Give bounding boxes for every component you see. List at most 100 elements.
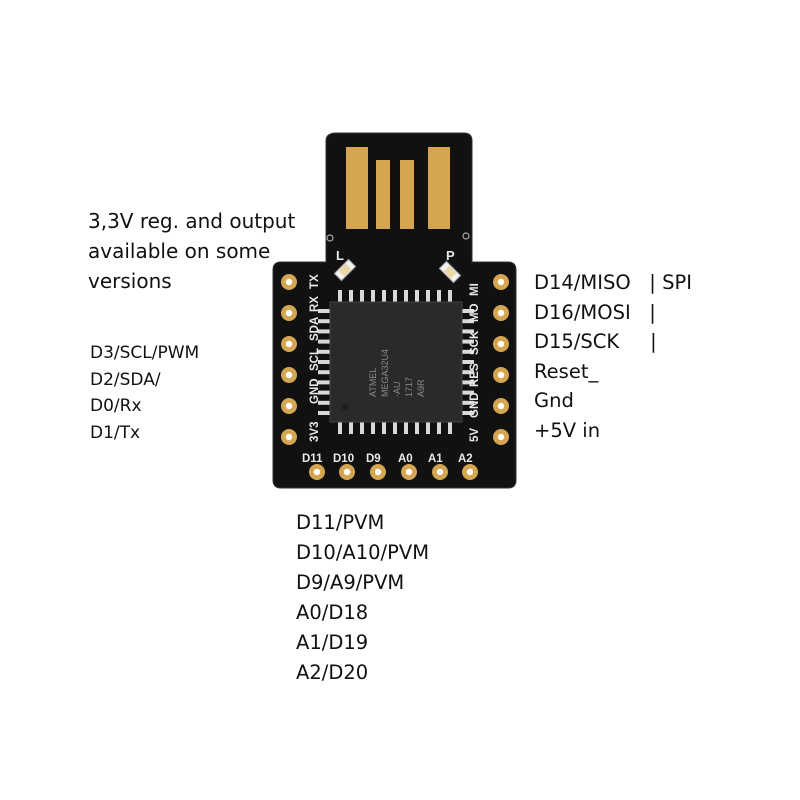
chip-pin — [462, 360, 474, 364]
silk-bottom-label: A0 — [398, 453, 413, 465]
pad-hole — [497, 371, 505, 379]
chip-pin — [360, 422, 364, 434]
pad-hole — [313, 468, 321, 476]
pad-hole — [374, 468, 382, 476]
silk-bottom: D11 D10 D9 A0 A1 A2 — [302, 453, 473, 465]
usb-contact-4 — [428, 147, 450, 229]
chip-pin — [382, 422, 386, 434]
chip-pin — [382, 290, 386, 302]
chip-pin — [318, 309, 330, 313]
pad-hole — [497, 278, 505, 286]
pad-hole — [285, 371, 293, 379]
pin-label: D9/A9/PVM — [296, 571, 405, 594]
chip-marking: ATMEL MEGA32U4 -AU 1717 A9R — [368, 349, 426, 397]
pin-label: D0/Rx — [90, 396, 142, 416]
pin-label: D10/A10/PVM — [296, 541, 430, 564]
chip-pin — [437, 290, 441, 302]
chip-pin — [404, 290, 408, 302]
pad-hole — [497, 402, 505, 410]
regulator-note: 3,3V reg. and output available on some v… — [88, 206, 328, 296]
chip-pin — [349, 422, 353, 434]
silk-left-label: TX — [309, 274, 321, 289]
pad-hole — [343, 468, 351, 476]
led-p-label: P — [446, 248, 455, 263]
pad-hole — [466, 468, 474, 476]
silk-left-label: 3V3 — [309, 422, 321, 442]
chip-pin — [462, 349, 474, 354]
chip-pin — [318, 329, 330, 334]
regulator-note-line: 3,3V reg. and output — [88, 209, 296, 233]
bottom-pin-labels: D11/PVM D10/A10/PVM D9/A9/PVM A0/D18 A1/… — [296, 508, 429, 688]
chip-pin — [462, 319, 474, 324]
chip-pin — [393, 290, 397, 302]
pin-label: Gnd — [534, 389, 574, 412]
pad-hole — [285, 433, 293, 441]
right-pin-labels: D14/MISO | SPI D16/MOSI | D15/SCK | Rese… — [534, 268, 692, 445]
pad-hole — [497, 340, 505, 348]
left-pin-labels: D3/SCL/PWM D2/SDA/ D0/Rx D1/Tx — [90, 340, 199, 446]
silk-right: 5V GND RES SCK MO MI — [469, 283, 481, 442]
usb-contact-3 — [400, 160, 414, 229]
pin-label: A0/D18 — [296, 601, 369, 624]
via — [462, 232, 470, 240]
pad-hole — [285, 278, 293, 286]
silk-right-label: SCK — [469, 330, 481, 355]
silk-bottom-label: A1 — [428, 453, 443, 465]
pin-label: D2/SDA/ — [90, 369, 161, 390]
silk-left: 3V3 GND SCL SDA RX TX — [309, 274, 321, 442]
chip-pin — [318, 390, 330, 395]
pin-label: Reset_ — [534, 359, 599, 383]
chip-pin — [338, 290, 342, 302]
chip-pin — [462, 339, 474, 344]
silk-right-label: GND — [469, 392, 481, 418]
chip-pin — [448, 422, 452, 434]
silk-bottom-label: D11 — [302, 453, 323, 465]
silk-bottom-label: D9 — [366, 453, 381, 465]
pad-hole — [497, 309, 505, 317]
silk-left-label: SDA — [309, 317, 321, 341]
chip-pin — [371, 290, 375, 302]
chip-marking-line: A9R — [416, 379, 426, 397]
chip-pin — [462, 309, 474, 313]
pin-label: D1/Tx — [90, 422, 141, 443]
silk-left-label: RX — [309, 296, 321, 312]
pad-hole — [285, 340, 293, 348]
chip-pin — [462, 370, 474, 375]
usb-contact-2 — [376, 160, 390, 229]
pad-hole — [436, 468, 444, 476]
pad-hole — [285, 402, 293, 410]
chip-pin — [462, 329, 474, 334]
via — [326, 234, 334, 242]
pin-label: D15/SCK | — [534, 330, 657, 353]
chip-pin — [462, 380, 474, 385]
pad-hole — [405, 468, 413, 476]
chip-marking-line: 1717 — [404, 377, 414, 397]
usb-contact-1 — [346, 147, 368, 229]
chip-pin — [318, 339, 330, 344]
silk-right-label: MI — [469, 283, 481, 296]
chip-pin — [318, 380, 330, 385]
chip-pin — [360, 290, 364, 302]
silk-right-label: RES — [469, 363, 481, 387]
led-l-label: L — [336, 248, 344, 263]
pin-label: D11/PVM — [296, 511, 385, 534]
pad-hole — [497, 433, 505, 441]
chip-pin — [426, 422, 430, 434]
chip-pin — [393, 422, 397, 434]
chip-pin — [426, 290, 430, 302]
silk-right-label: 5V — [469, 428, 481, 442]
pad-hole — [285, 309, 293, 317]
led-l — [333, 258, 357, 282]
silk-right-label: MO — [469, 303, 481, 322]
regulator-note-line: versions — [88, 269, 172, 293]
silk-bottom-label: D10 — [333, 453, 354, 465]
chip-pin — [404, 422, 408, 434]
chip-pin — [415, 290, 419, 302]
silk-left-label: GND — [309, 378, 321, 404]
chip-marking-line: ATMEL — [368, 368, 378, 397]
chip-pin — [437, 422, 441, 434]
chip-pin — [318, 349, 330, 354]
chip-pin — [318, 360, 330, 364]
pin-label: D14/MISO | SPI — [534, 271, 692, 294]
